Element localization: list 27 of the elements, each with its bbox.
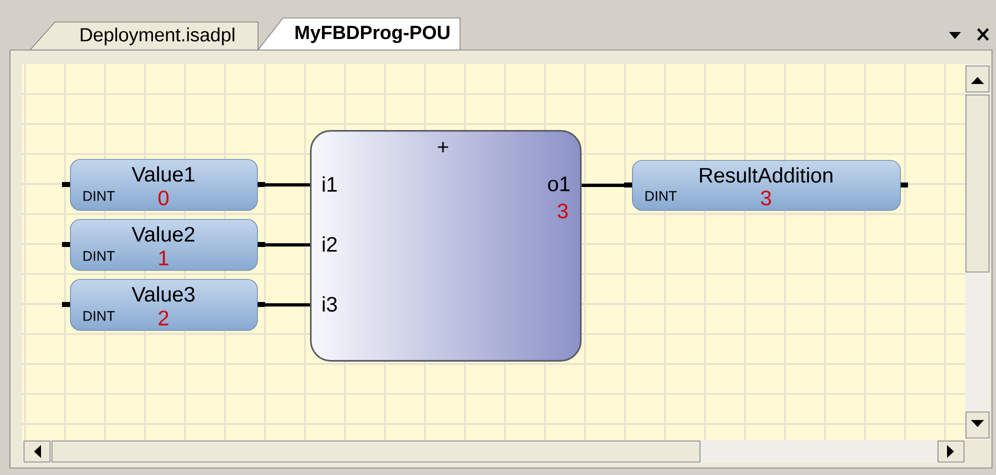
value-label: 1 — [159, 250, 168, 266]
type-label: DINT — [84, 251, 115, 261]
value-label: 3 — [760, 190, 771, 206]
pin-label: o1 — [548, 176, 570, 192]
variable-block — [62, 158, 265, 211]
variable-block — [62, 279, 265, 331]
value-label: 0 — [158, 190, 169, 206]
value-label: 2 — [158, 310, 168, 326]
operator-label: + — [438, 142, 448, 152]
variable-name: Value2 — [132, 226, 194, 242]
type-label: DINT — [84, 191, 115, 201]
pin-label: i2 — [322, 236, 337, 252]
variable-name: Value3 — [132, 286, 194, 302]
connection-line — [258, 303, 310, 306]
type-label: DINT — [646, 191, 677, 201]
connection-line — [582, 184, 632, 187]
variable-block — [624, 160, 908, 211]
connection-line — [258, 183, 310, 186]
type-label: DINT — [84, 311, 115, 321]
pin-label: i3 — [322, 296, 337, 312]
variable-name: ResultAddition — [700, 167, 832, 183]
value-label: 3 — [558, 204, 568, 218]
connection-line — [258, 243, 310, 246]
variable-name: Value1 — [132, 166, 194, 182]
pin-label: i1 — [322, 176, 337, 192]
variable-block — [62, 218, 265, 271]
function-block — [310, 130, 582, 362]
